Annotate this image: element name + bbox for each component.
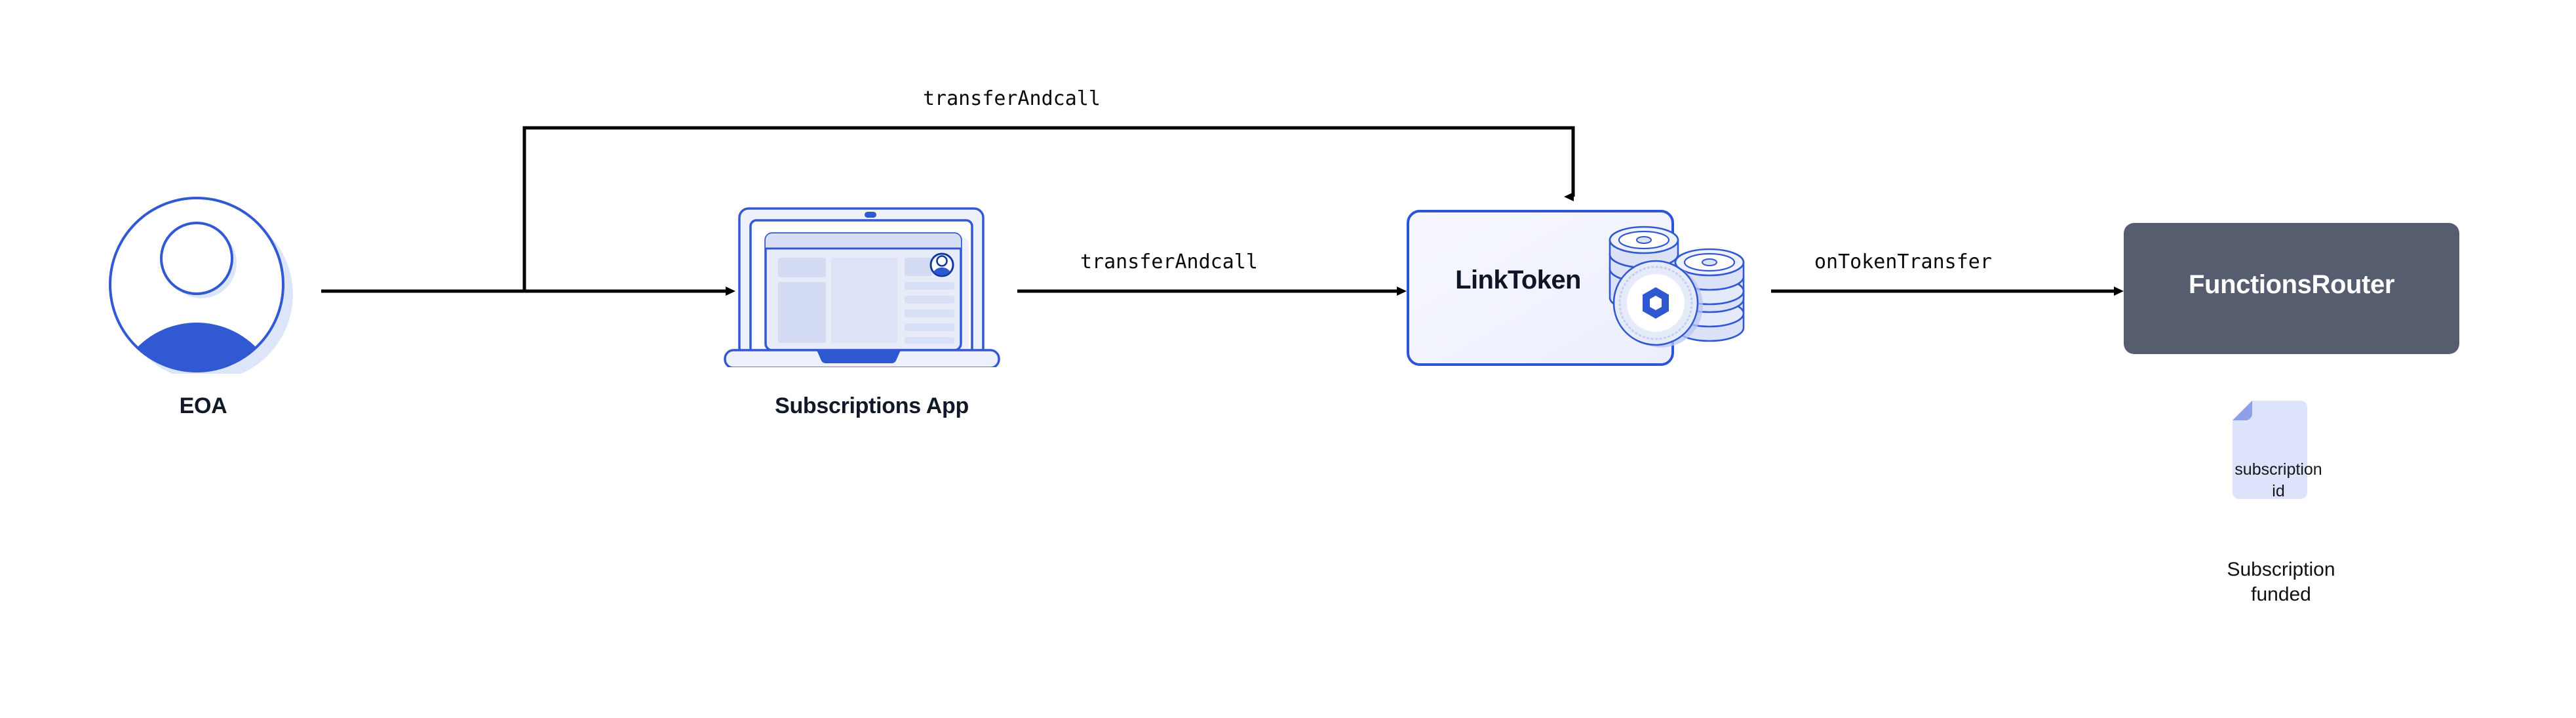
node-subscriptions-app[interactable]: [721, 197, 1023, 369]
document-text: subscription id: [2226, 459, 2331, 502]
node-subscription-document[interactable]: [2222, 390, 2340, 511]
document-icon: [2233, 401, 2307, 499]
document-text-line2: id: [2272, 481, 2285, 500]
caption-line1: Subscription: [2227, 559, 2335, 580]
node-label-eoa: EOA: [179, 393, 227, 418]
caption-line2: funded: [2251, 584, 2311, 606]
node-functions-router[interactable]: [2124, 223, 2459, 354]
edge-label-on-token-transfer: onTokenTransfer: [1814, 250, 1992, 273]
edge-eoa-to-linktoken: [522, 126, 1575, 291]
node-eoa[interactable]: [105, 197, 302, 381]
laptop-icon: [724, 207, 1000, 369]
node-label-subscriptions-app: Subscriptions App: [775, 393, 969, 418]
node-label-linktoken: LinkToken: [1455, 266, 1581, 294]
user-avatar-icon: [109, 197, 293, 381]
chainlink-logo-icon: [1612, 260, 1703, 348]
document-text-line1: subscription: [2234, 460, 2322, 479]
app-avatar-icon: [929, 252, 954, 277]
caption-subscription-funded: Subscription funded: [2163, 557, 2399, 608]
edge-label-top-transfer: transferAndcall: [923, 87, 1101, 110]
edge-label-mid-transfer: transferAndcall: [1080, 250, 1258, 273]
node-label-functions-router: FunctionsRouter: [2189, 270, 2394, 299]
link-coins-icon: [1598, 209, 1762, 372]
